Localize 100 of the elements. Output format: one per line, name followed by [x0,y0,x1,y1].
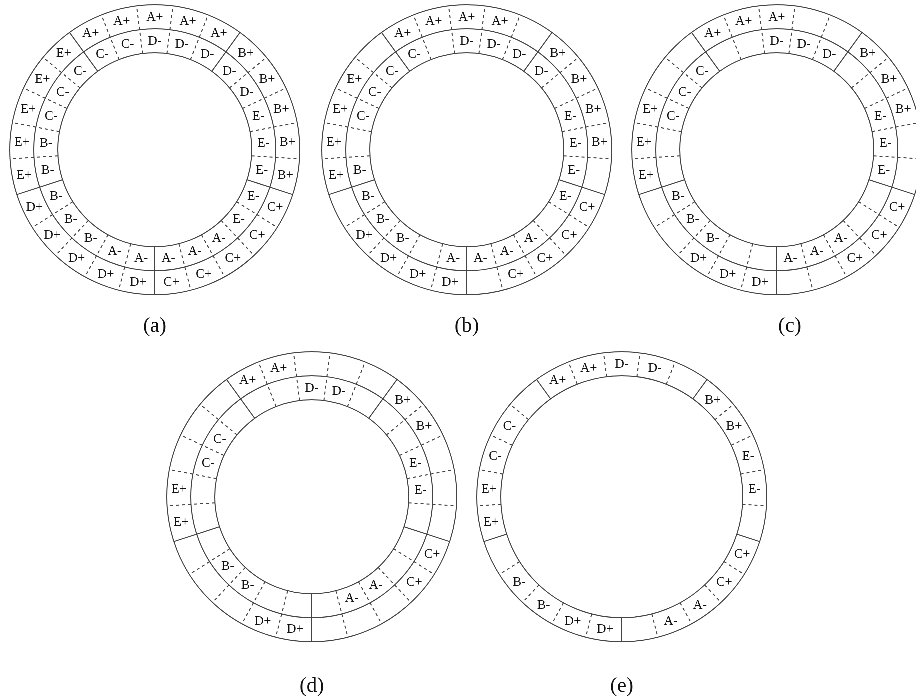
slot-label: A- [212,231,226,246]
slot-label: D- [534,64,548,78]
slot-label: D- [332,384,346,398]
slot-label: C- [56,84,70,99]
slot-label: B- [672,189,685,204]
slot-label: C+ [716,574,732,589]
slot-label: D+ [380,250,398,265]
slot-label: B+ [280,134,296,149]
slot-label: D- [512,47,526,62]
slot-label: C- [121,37,134,52]
slot-label: C+ [196,266,212,281]
slot-label: C+ [847,250,864,265]
slot-label: B- [686,212,700,226]
slot-label: E- [232,212,246,226]
slot-label: D- [770,34,784,48]
slot-label: B+ [860,46,876,60]
slot-label: D+ [410,266,426,281]
panel-caption: (c) [778,313,802,337]
slot-label: A- [345,591,359,606]
slot-label: A+ [394,26,412,40]
slot-label: C- [386,64,399,78]
slot-label: D+ [44,228,61,242]
slot-label: E- [570,136,582,150]
slot-label: E- [410,456,422,470]
slot-label: D+ [752,274,769,289]
slot-label: D- [222,64,236,78]
slot-label: E- [878,163,890,178]
slot-label: E- [252,109,265,124]
slot-label: B- [706,231,720,246]
slot-label: B- [40,136,53,150]
slot-label: A+ [550,373,566,388]
slot-label: E+ [172,482,187,496]
slot-label: B+ [278,168,294,182]
slot-label: E+ [642,102,658,116]
slot-label: A- [474,251,488,266]
slot-label: C- [356,109,370,124]
slot-label: B+ [585,102,602,116]
slot-label: D- [148,34,162,48]
slot-label: E- [742,448,755,463]
slot-label: B+ [571,72,588,86]
slot-label: D+ [356,228,373,242]
slot-label: E+ [35,72,50,86]
slot-label: A+ [704,26,722,40]
slot-label: B- [537,598,550,612]
slot-label: B+ [726,418,742,433]
slot-label: B- [241,578,254,592]
slot-label: B- [362,189,375,204]
slot-label: A+ [458,10,476,24]
slot-label: E- [256,163,268,178]
slot-label: E+ [484,514,499,529]
slot-label: A+ [736,14,752,28]
slot-label: B+ [705,393,722,408]
slot-label: D- [797,37,811,52]
slot-label: E+ [482,482,497,496]
slot-label: B- [353,163,366,178]
slot-label: E- [414,483,427,498]
slot-label: A- [524,231,538,246]
slot-label: C+ [249,228,266,242]
slot-label: D+ [98,266,114,281]
slot-label: A- [108,244,122,258]
slot-label: E+ [174,514,189,529]
slot-label: D+ [596,622,614,636]
slot-label: C- [678,84,692,99]
slot-label: A+ [492,14,508,28]
slot-label: E- [564,109,577,124]
slot-label: B- [222,559,234,574]
slot-label: A+ [114,14,130,28]
slot-label: A- [369,578,383,592]
slot-label: B+ [238,46,254,60]
slot-label: A+ [240,373,256,388]
slot-label: C- [368,84,382,99]
slot-label: D+ [690,250,708,265]
slot-label: E- [874,109,887,124]
slot-label: C+ [406,574,422,589]
slot-label: D- [200,47,214,62]
slot-label: B- [50,189,63,204]
slot-label: C+ [561,228,578,242]
slot-label: E- [880,136,892,150]
slot-label: A+ [146,10,164,24]
slot-label: C- [489,448,502,463]
slot-label: A- [810,244,824,258]
slot-label: D+ [442,274,459,289]
slot-label: E+ [20,102,36,116]
slot-label: D+ [720,266,736,281]
slot-label: B- [64,212,78,226]
slot-label: A+ [210,26,228,40]
slot-label: A+ [82,26,100,40]
slot-label: B+ [259,72,276,86]
slot-label: D- [487,37,501,52]
slot-label: E- [568,163,580,178]
slot-label: E+ [332,102,348,116]
slot-label: C- [74,64,87,78]
slot-label: A- [834,231,848,246]
slot-label: B+ [273,102,290,116]
slot-label: C+ [424,546,440,561]
slot-label: A+ [580,361,598,376]
slot-label: D+ [130,274,147,289]
slot-label: A+ [180,14,196,28]
slot-label: E+ [16,168,32,182]
slot-label: C+ [508,266,524,281]
